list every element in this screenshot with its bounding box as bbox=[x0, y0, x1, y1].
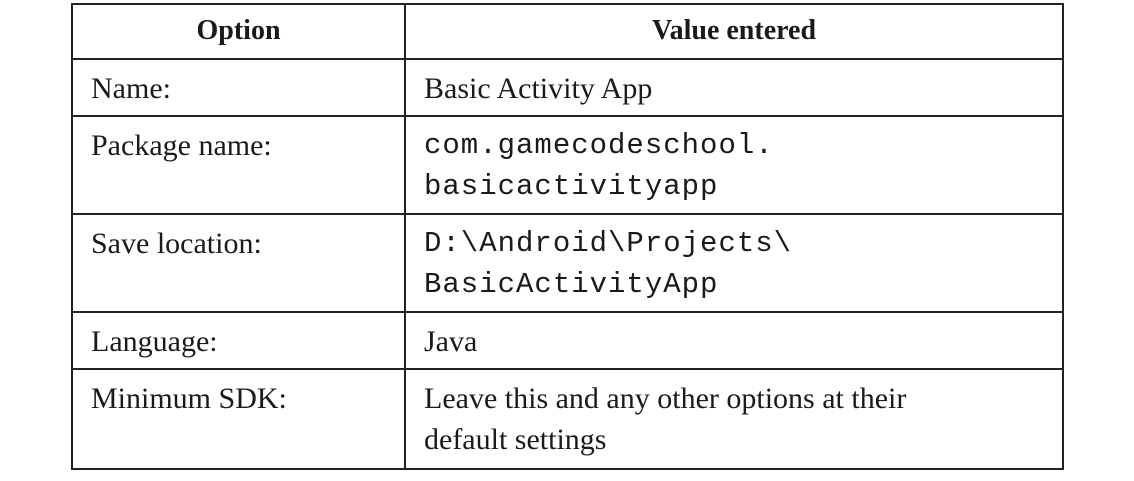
value-line: Basic Activity App bbox=[424, 72, 653, 105]
table-row: Name: Basic Activity App bbox=[71, 58, 1064, 117]
value-cell: Basic Activity App bbox=[404, 58, 1064, 117]
value-line: Java bbox=[424, 325, 478, 358]
value-line: default settings bbox=[424, 423, 607, 456]
option-cell: Package name: bbox=[71, 115, 406, 215]
value-cell: com.gamecodeschool. basicactivityapp bbox=[404, 115, 1064, 215]
option-cell: Name: bbox=[71, 58, 406, 117]
table-header-row: Option Value entered bbox=[71, 3, 1064, 60]
value-cell: Java bbox=[404, 311, 1064, 370]
value-line: BasicActivityApp bbox=[424, 268, 719, 301]
value-line: Leave this and any other options at thei… bbox=[424, 382, 907, 415]
table-row: Package name: com.gamecodeschool. basica… bbox=[71, 115, 1064, 215]
value-cell: Leave this and any other options at thei… bbox=[404, 368, 1064, 470]
settings-table-container: Option Value entered Name: Basic Activit… bbox=[71, 3, 1064, 470]
table-row: Save location: D:\Android\Projects\ Basi… bbox=[71, 213, 1064, 313]
header-value-entered: Value entered bbox=[404, 3, 1064, 60]
option-cell: Save location: bbox=[71, 213, 406, 313]
value-line: basicactivityapp bbox=[424, 170, 719, 203]
value-line: D:\Android\Projects\ bbox=[424, 227, 793, 260]
value-cell: D:\Android\Projects\ BasicActivityApp bbox=[404, 213, 1064, 313]
option-cell: Minimum SDK: bbox=[71, 368, 406, 470]
option-cell: Language: bbox=[71, 311, 406, 370]
project-options-table: Option Value entered Name: Basic Activit… bbox=[71, 3, 1064, 470]
header-option: Option bbox=[71, 3, 406, 60]
value-line: com.gamecodeschool. bbox=[424, 129, 774, 162]
table-row: Minimum SDK: Leave this and any other op… bbox=[71, 368, 1064, 470]
table-row: Language: Java bbox=[71, 311, 1064, 370]
